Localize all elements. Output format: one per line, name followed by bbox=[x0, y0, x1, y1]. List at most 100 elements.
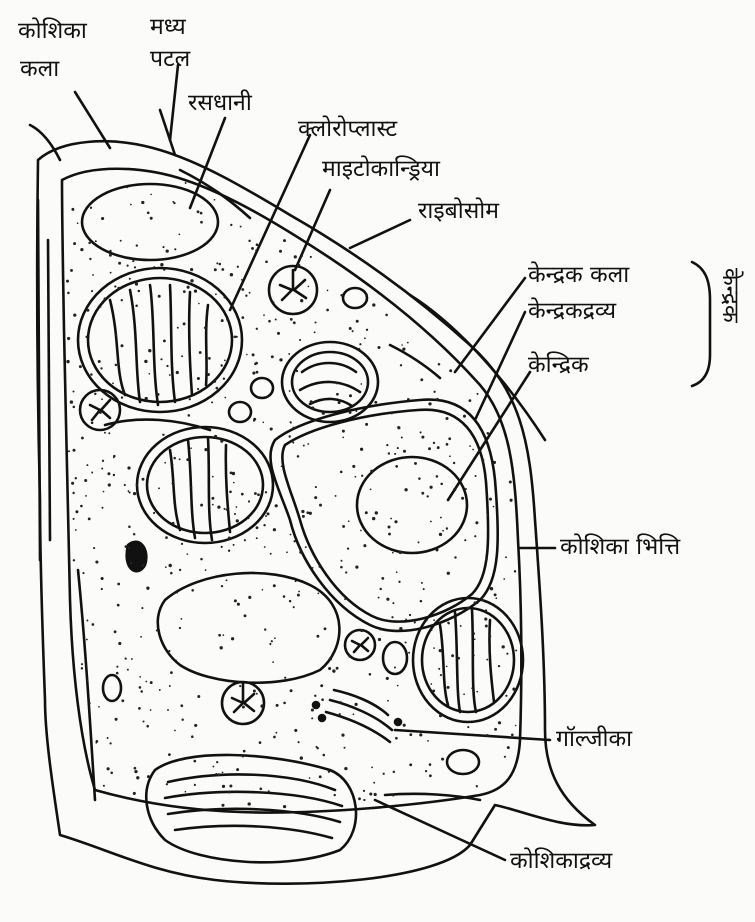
stipple-dot bbox=[173, 592, 175, 594]
stipple-dot bbox=[507, 746, 510, 749]
stipple-dot bbox=[489, 498, 492, 501]
stipple-dot bbox=[427, 740, 429, 742]
stipple-dot bbox=[474, 475, 476, 477]
stipple-dot bbox=[138, 290, 141, 293]
stipple-dot bbox=[392, 552, 394, 554]
stipple-dot bbox=[230, 273, 233, 276]
stipple-dot bbox=[436, 475, 439, 478]
stipple-dot bbox=[136, 244, 138, 246]
stipple-dot bbox=[440, 483, 443, 486]
lower-vacuole bbox=[158, 573, 340, 683]
label-vacuole: रसधानी bbox=[188, 92, 252, 115]
stipple-dot bbox=[67, 292, 70, 295]
stipple-dot bbox=[99, 411, 102, 414]
stipple-dot bbox=[150, 194, 152, 196]
stipple-dot bbox=[486, 734, 489, 737]
stipple-dot bbox=[360, 383, 362, 385]
label-mitochondria: माइटोकान्ड्रिया bbox=[322, 158, 440, 181]
stipple-dot bbox=[91, 290, 93, 292]
stipple-dot bbox=[230, 472, 233, 475]
stipple-dot bbox=[176, 592, 178, 594]
label-cell-membrane-line2: कला bbox=[20, 58, 59, 81]
stipple-dot bbox=[335, 495, 337, 497]
stipple-dot bbox=[183, 322, 186, 325]
stipple-dot bbox=[215, 773, 217, 775]
stipple-dot bbox=[448, 437, 451, 440]
stipple-dot bbox=[139, 686, 142, 689]
stipple-dot bbox=[277, 332, 280, 335]
stipple-dot bbox=[84, 479, 87, 482]
stipple-dot bbox=[146, 725, 149, 728]
mitochondrion-small-1 bbox=[269, 266, 317, 314]
stipple-dot bbox=[340, 294, 343, 297]
stipple-dot bbox=[290, 318, 293, 321]
stipple-dot bbox=[408, 652, 410, 654]
stipple-dot bbox=[174, 730, 176, 732]
stipple-dot bbox=[221, 546, 223, 548]
vesicle-3 bbox=[229, 402, 251, 422]
mitochondrion-center bbox=[282, 342, 378, 422]
stipple-dot bbox=[461, 497, 464, 500]
stipple-dot bbox=[228, 537, 231, 540]
stipple-dot bbox=[255, 249, 257, 251]
stipple-dot bbox=[307, 443, 309, 445]
stipple-dot bbox=[344, 598, 346, 600]
stipple-dot bbox=[298, 591, 300, 593]
stipple-dot bbox=[414, 639, 416, 641]
stipple-dot bbox=[180, 704, 183, 707]
stipple-dot bbox=[299, 339, 301, 341]
stipple-dot bbox=[421, 582, 423, 584]
stipple-dot bbox=[409, 614, 411, 616]
stipple-dot bbox=[101, 398, 103, 400]
label-middle-lamella-line2: पटल bbox=[150, 48, 190, 71]
stipple-dot bbox=[165, 566, 167, 568]
leader-golgi bbox=[395, 730, 550, 740]
er-strand-4 bbox=[385, 794, 480, 800]
stipple-dot bbox=[268, 320, 271, 323]
stipple-dot bbox=[281, 466, 283, 468]
stipple-dot bbox=[276, 271, 278, 273]
label-nuclear-membrane: केन्द्रक कला bbox=[528, 264, 629, 287]
stipple-dot bbox=[163, 268, 166, 271]
stipple-dot bbox=[116, 666, 118, 668]
stipple-dot bbox=[134, 770, 137, 773]
stipple-dot bbox=[369, 792, 372, 795]
stipple-dot bbox=[100, 367, 102, 369]
stipple-dot bbox=[124, 484, 126, 486]
stipple-dot bbox=[234, 513, 236, 515]
stipple-dot bbox=[275, 319, 277, 321]
stipple-dot bbox=[75, 529, 77, 531]
stipple-dot bbox=[386, 598, 389, 601]
stipple-dot bbox=[115, 718, 118, 721]
stipple-dot bbox=[172, 522, 175, 525]
stipple-dot bbox=[173, 502, 175, 504]
stipple-dot bbox=[419, 733, 422, 736]
stipple-dot bbox=[181, 355, 183, 357]
stipple-dot bbox=[509, 480, 512, 483]
leader-mitochondria bbox=[295, 190, 330, 270]
stipple-dot bbox=[214, 268, 217, 271]
stipple-dot bbox=[95, 742, 97, 744]
stipple-dot bbox=[409, 763, 412, 766]
stipple-dot bbox=[127, 466, 130, 469]
stipple-dot bbox=[188, 414, 191, 417]
stipple-dot bbox=[181, 758, 183, 760]
stipple-dot bbox=[233, 544, 235, 546]
stipple-dot bbox=[95, 240, 97, 242]
stipple-dot bbox=[515, 650, 517, 652]
stipple-dot bbox=[103, 491, 105, 493]
stipple-dot bbox=[228, 550, 230, 552]
stipple-dot bbox=[220, 646, 223, 649]
stipple-dot bbox=[90, 207, 92, 209]
stipple-dot bbox=[433, 442, 435, 444]
stipple-dot bbox=[328, 667, 331, 670]
stipple-dot bbox=[423, 588, 425, 590]
stipple-dot bbox=[385, 314, 388, 317]
stipple-dot bbox=[103, 785, 105, 787]
stipple-dot bbox=[241, 493, 244, 496]
stipple-dot bbox=[439, 649, 442, 652]
stipple-dot bbox=[386, 444, 388, 446]
stipple-dot bbox=[140, 690, 143, 693]
stipple-dot bbox=[370, 470, 373, 473]
stipple-dot bbox=[244, 614, 247, 617]
